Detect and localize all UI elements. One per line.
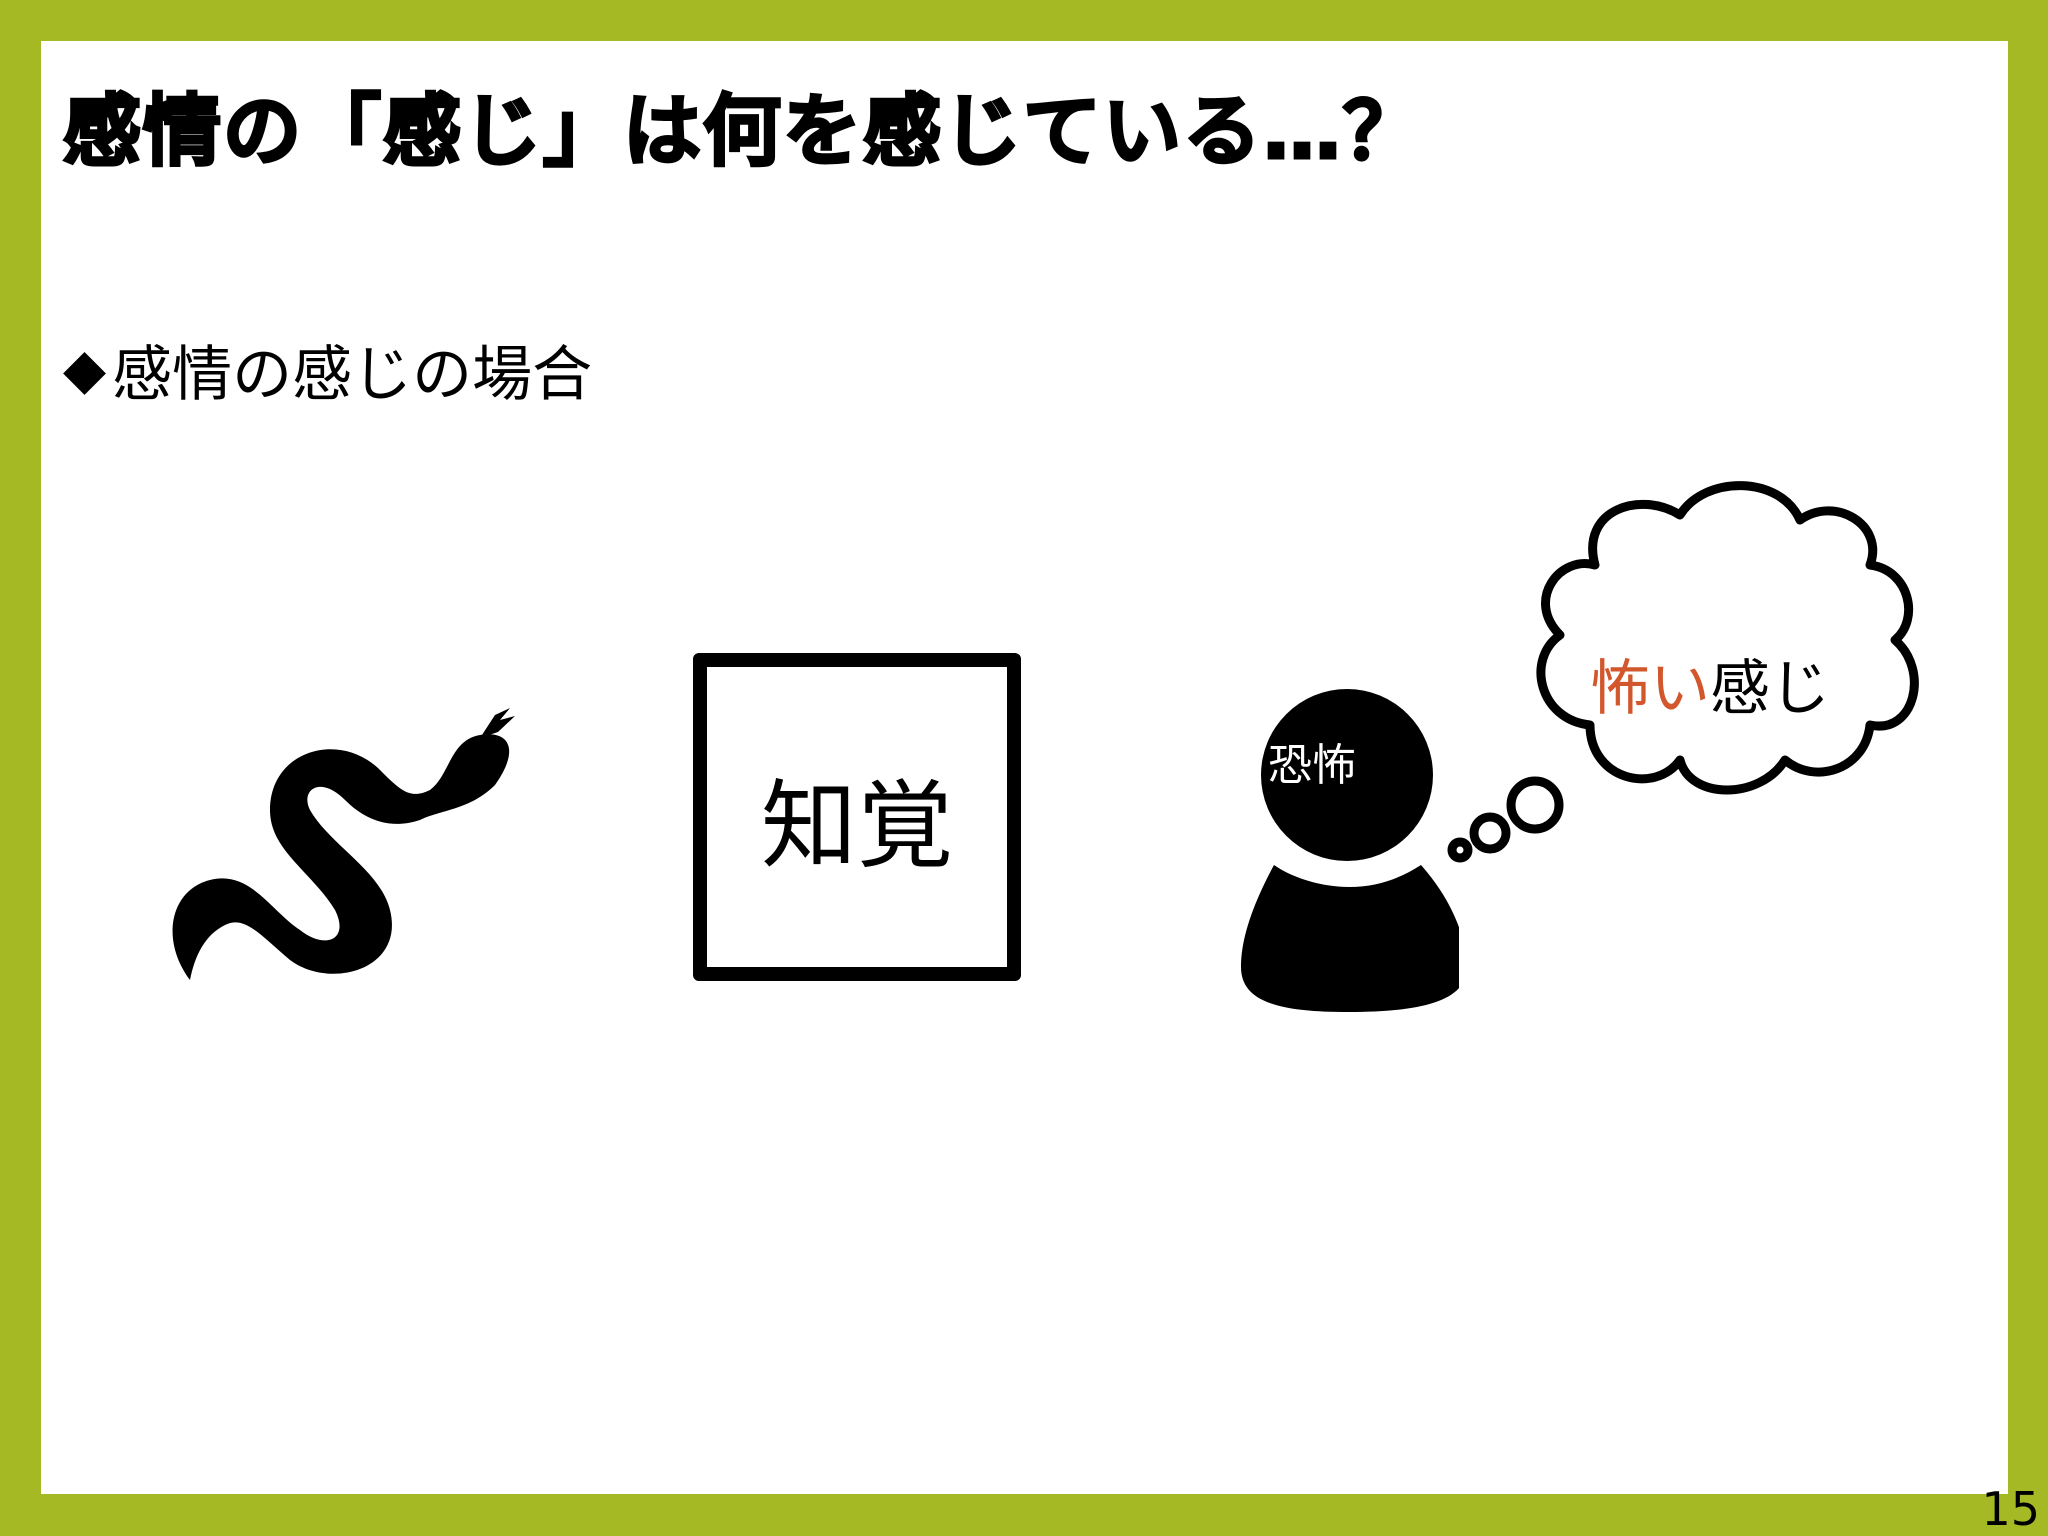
slide-title: 感情の「感じ」は何を感じている…？ <box>61 86 1424 179</box>
thought-cloud-icon <box>1447 481 1919 863</box>
diamond-bullet-icon: ◆ <box>63 337 107 402</box>
perception-label: 知覚 <box>761 769 953 882</box>
person-icon <box>1241 689 1459 1012</box>
thought-rest-text: 感じ <box>1710 654 1830 724</box>
bullet-text: 感情の感じの場合 <box>112 340 593 410</box>
page-number: 15 <box>1981 1482 2040 1536</box>
bullet-line: ◆ 感情の感じの場合 <box>63 326 592 413</box>
thought-accent-text: 怖い <box>1590 654 1710 724</box>
snake-icon <box>172 708 515 980</box>
perception-box: 知覚 <box>693 653 1021 981</box>
thought-text: 怖い感じ <box>1550 640 1870 727</box>
person-label: 恐怖 <box>1268 740 1356 791</box>
